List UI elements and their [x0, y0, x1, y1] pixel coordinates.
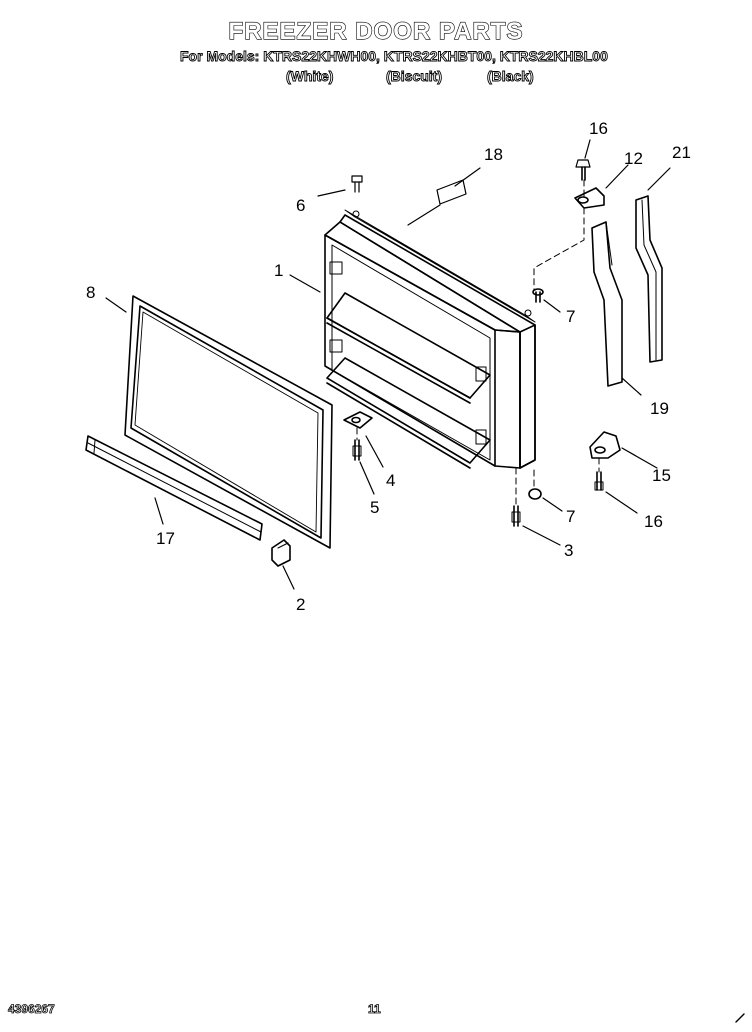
leader-lines	[105, 139, 671, 590]
callout-16-top: 16	[589, 119, 608, 138]
part-3-screw	[511, 505, 521, 527]
callout-21: 21	[672, 143, 691, 162]
callout-4: 4	[386, 471, 395, 490]
part-1-door-liner	[324, 209, 536, 469]
variant-biscuit: (Biscuit)	[386, 68, 443, 85]
callout-1: 1	[274, 261, 283, 280]
part-7-bottom-bushing	[528, 488, 542, 500]
models-line: For Models: KTRS22KHWH00, KTRS22KHBT00, …	[180, 48, 609, 65]
part-18-label	[436, 179, 467, 205]
part-2-clip	[271, 539, 291, 567]
part-16-top-screw	[575, 159, 591, 181]
page-title: FREEZER DOOR PARTS	[228, 17, 524, 45]
callout-2: 2	[296, 595, 305, 614]
variant-black: (Black)	[487, 68, 535, 85]
variant-white: (White)	[286, 68, 334, 85]
callout-18: 18	[484, 145, 503, 164]
callout-15: 15	[652, 466, 671, 485]
part-4-hinge-plate	[343, 411, 373, 429]
callout-16-bottom: 16	[644, 512, 663, 531]
part-12-top-hinge	[574, 187, 605, 209]
callout-6: 6	[296, 196, 305, 215]
part-17-trim-strip	[85, 435, 263, 541]
callout-17: 17	[156, 529, 175, 548]
alignment-lines	[356, 179, 600, 507]
part-16-bottom-screw	[594, 471, 604, 491]
callout-5: 5	[370, 498, 379, 517]
page-number: 11	[368, 1002, 381, 1017]
part-7-top-bushing	[532, 288, 544, 303]
part-6-screw	[351, 175, 363, 193]
part-19-handle	[591, 221, 623, 387]
part-5-screw	[352, 439, 362, 461]
corner-mark	[735, 1013, 745, 1023]
part-15-bottom-hinge	[589, 431, 621, 459]
part-21-handle-trim	[635, 195, 663, 363]
callout-19: 19	[650, 399, 669, 418]
doc-number: 4396267	[8, 1002, 56, 1017]
callout-3: 3	[564, 541, 573, 560]
callout-7-bottom: 7	[566, 507, 575, 526]
callout-12: 12	[624, 149, 643, 168]
part-8-gasket	[124, 295, 333, 549]
callout-7-top: 7	[566, 307, 575, 326]
callout-8: 8	[86, 283, 95, 302]
